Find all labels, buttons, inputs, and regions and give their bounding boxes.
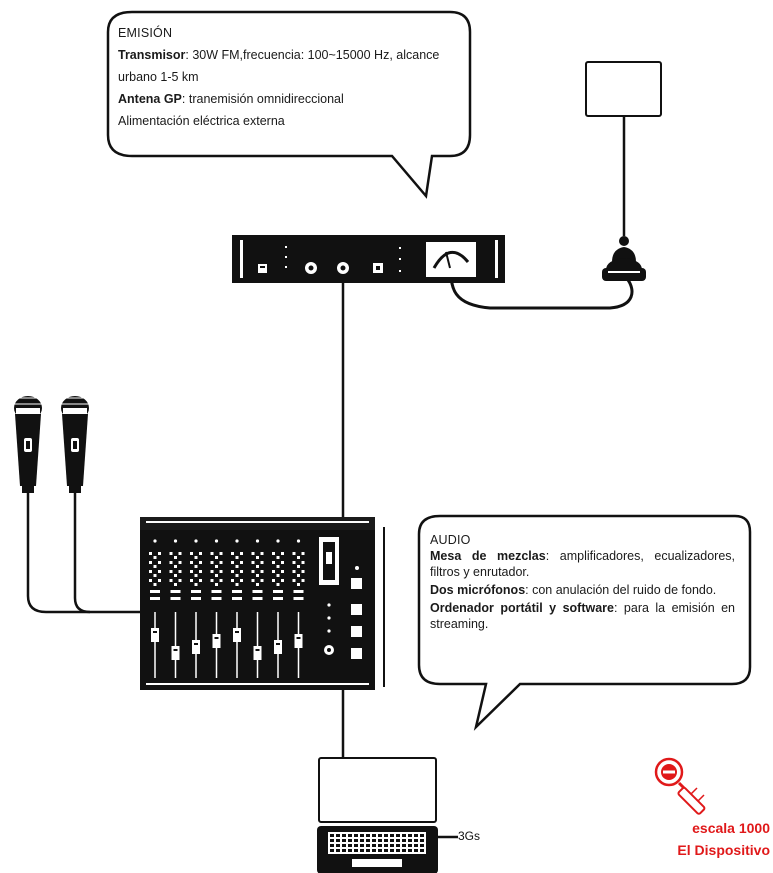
ordenador-label: Ordenador portátil y software	[430, 601, 614, 615]
emision-heading: EMISIÓN	[118, 26, 173, 40]
audio-bubble	[417, 514, 752, 731]
mixer-channel-strip	[272, 539, 284, 678]
micro-text: : con anulación del ruido de fondo.	[525, 583, 717, 597]
cable-mic-1	[26, 492, 140, 614]
mixer-channel-strip	[292, 539, 305, 678]
mixer-channel-strip	[251, 539, 264, 678]
ordenador-text: : para la emisión en streaming.	[430, 601, 736, 631]
transmisor-line: Transmisor: 30W FM,frecuencia: 100~15000…	[118, 44, 463, 88]
mesa-line: Mesa de mezclas: amplificadores, ecualiz…	[430, 548, 735, 580]
transmisor-label: Transmisor	[118, 48, 186, 62]
transmitter-icon	[232, 235, 505, 283]
transmisor-text: : 30W FM,frecuencia: 100~15000 Hz, alcan…	[118, 48, 440, 84]
remote-device-box	[585, 61, 662, 117]
laptop-icon	[317, 757, 438, 873]
microphone-icon	[14, 396, 42, 493]
mixer-channel-strip	[190, 539, 202, 678]
antena-label: Antena GP	[118, 92, 182, 106]
mixer-channel-strip	[231, 539, 243, 678]
antenna-icon	[602, 236, 646, 281]
mesa-label: Mesa de mezclas	[430, 549, 546, 563]
mixer-icon	[140, 517, 385, 690]
alimentacion-line: Alimentación eléctrica externa	[118, 114, 285, 128]
scale-line-1: escala 1000	[692, 820, 770, 836]
scale-label: escala 1000 El Dispositivo	[640, 817, 770, 861]
ordenador-line: Ordenador portátil y software: para la e…	[430, 600, 735, 632]
connection-3g-label: 3Gs	[458, 829, 481, 843]
magnifier-minus-icon	[654, 757, 706, 815]
antena-text: : tranemisión omnidireccional	[181, 92, 344, 106]
mixer-channel-strip	[210, 539, 223, 678]
antena-line: Antena GP: tranemisión omnidireccional	[118, 88, 463, 110]
mixer-channel-strip	[149, 539, 161, 678]
audio-heading: AUDIO	[430, 533, 471, 547]
cable-mic-2	[73, 492, 91, 614]
scale-line-2: El Dispositivo	[677, 842, 770, 858]
emision-bubble	[106, 10, 472, 199]
audio-description: AUDIO Mesa de mezclas: amplificadores, e…	[430, 532, 735, 634]
micro-label: Dos micrófonos	[430, 583, 526, 597]
emision-description: EMISIÓN Transmisor: 30W FM,frecuencia: 1…	[118, 22, 463, 132]
mesa-text: : amplificadores, ecualizadores, filtros…	[430, 549, 735, 579]
micro-line: Dos micrófonos: con anulación del ruido …	[430, 582, 735, 598]
microphone-icon	[61, 396, 89, 493]
mixer-channel-strip	[169, 539, 182, 678]
